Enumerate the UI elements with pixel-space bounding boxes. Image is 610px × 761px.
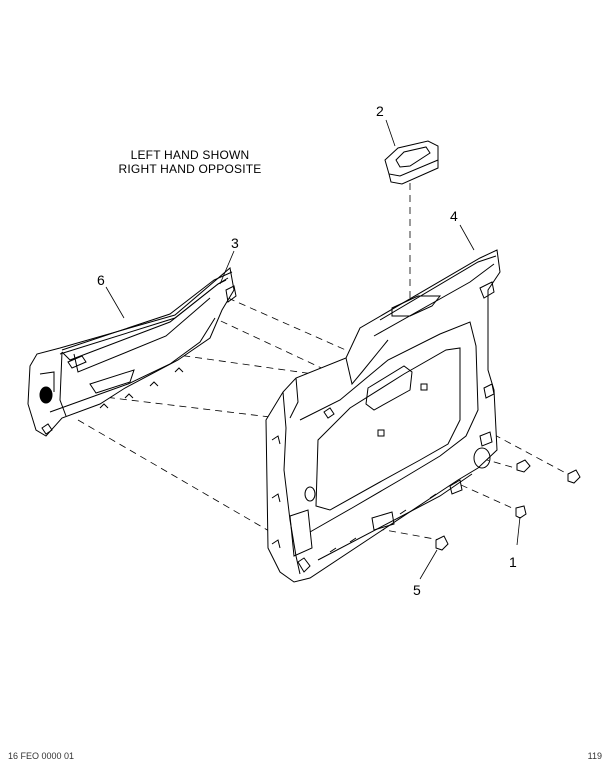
orientation-note: LEFT HAND SHOWN RIGHT HAND OPPOSITE <box>110 148 270 176</box>
note-line-1: LEFT HAND SHOWN <box>130 148 250 162</box>
callout-leaders <box>105 119 521 580</box>
callout-2: 2 <box>376 103 384 119</box>
callout-1: 1 <box>509 554 517 570</box>
trim-panel-left-part <box>27 267 235 437</box>
callout-6: 6 <box>97 272 105 288</box>
note-line-2: RIGHT HAND OPPOSITE <box>118 162 262 176</box>
footer-drawing-id: 16 FEO 0000 01 <box>8 751 75 761</box>
callout-3: 3 <box>231 235 239 251</box>
callout-5: 5 <box>413 582 421 598</box>
footer-page-number: 119 <box>587 751 602 761</box>
handle-bezel-part <box>384 140 439 185</box>
fasteners <box>435 459 581 551</box>
callout-4: 4 <box>450 208 458 224</box>
door-trim-panel-part <box>265 249 501 583</box>
callout-numbers: 1 2 3 4 5 6 <box>97 103 517 598</box>
